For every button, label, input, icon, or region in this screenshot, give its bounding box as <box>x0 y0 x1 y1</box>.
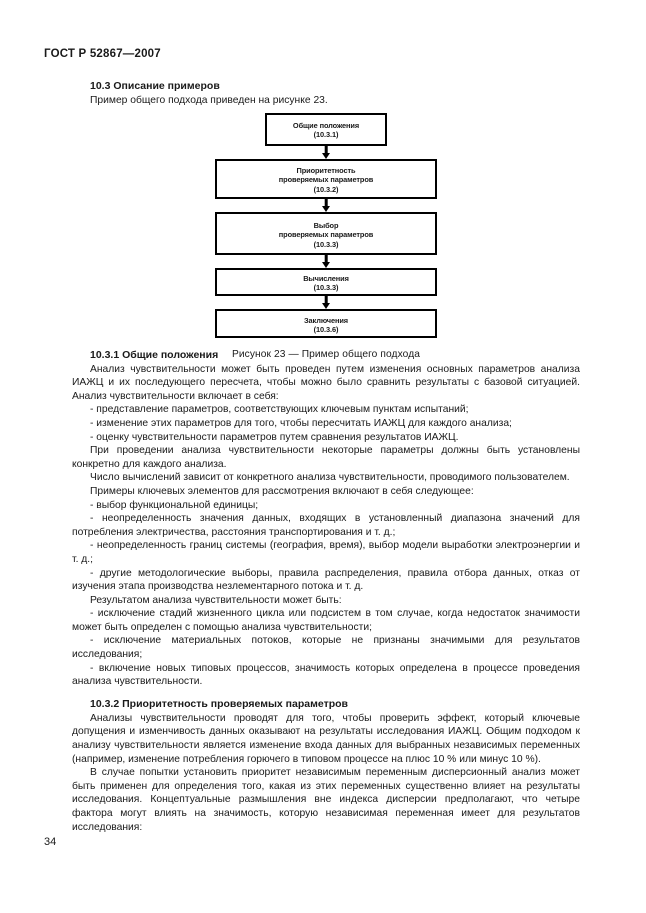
bullet-10-3-1-6: - неопределенность границ системы (геогр… <box>72 540 580 565</box>
flow-box-calculations: Вычисления (10.3.3) <box>215 268 437 296</box>
arrow-head-icon <box>322 206 330 212</box>
section-10-3-intro: Пример общего подхода приведен на рисунк… <box>90 95 328 106</box>
flow-arrow-3 <box>72 255 580 268</box>
page-content: 10.3 Описание примеров Пример общего под… <box>72 80 580 834</box>
bullet-10-3-1-2: - изменение этих параметров для того, чт… <box>90 417 512 429</box>
flow-box-2-line1: Приоритетность <box>296 166 356 175</box>
section-heading-10-3-1: 10.3.1 Общие положения <box>90 348 219 361</box>
flow-box-2-line3: (10.3.2) <box>313 184 339 194</box>
flow-arrow-2 <box>72 199 580 212</box>
paragraph-10-3-1-p4: Примеры ключевых элементов для рассмотре… <box>90 485 474 497</box>
paragraph-10-3-1-p5: Результатом анализа чувствительности мож… <box>90 594 342 606</box>
flow-box-3-line2: проверяемых параметров <box>278 230 374 240</box>
running-header: ГОСТ Р 52867—2007 <box>44 48 161 60</box>
paragraph-10-3-2-p1: Анализы чувствительности проводят для то… <box>72 712 580 765</box>
bullet-10-3-1-7: - другие методологические выборы, правил… <box>72 567 580 593</box>
bullet-10-3-1-5: - неопределенность значения данных, вход… <box>72 513 580 538</box>
figure-23: Общие положения (10.3.1) Приоритетность … <box>72 113 580 360</box>
flow-box-parameter-priority: Приоритетность проверяемых параметров (1… <box>215 159 437 199</box>
flowchart: Общие положения (10.3.1) Приоритетность … <box>72 113 580 338</box>
section-heading-10-3: 10.3 Описание примеров <box>90 80 220 92</box>
bullet-10-3-1-9: - исключение материальных потоков, котор… <box>72 635 580 661</box>
flow-box-5-line2: (10.3.6) <box>313 325 339 335</box>
paragraph-10-3-1-p1: Анализ чувствительности может быть прове… <box>72 363 580 402</box>
flow-arrow-1 <box>72 146 580 159</box>
flow-box-4-line1: Вычисления <box>303 274 349 283</box>
flow-box-1-line1: Общие положения <box>292 121 360 130</box>
flow-box-conclusions: Заключения (10.3.6) <box>215 309 437 338</box>
flow-box-parameter-selection: Выбор проверяемых параметров (10.3.3) <box>215 212 437 255</box>
flow-box-1-line2: (10.3.1) <box>313 130 339 140</box>
flow-box-3-line3: (10.3.3) <box>313 239 339 249</box>
bullet-10-3-1-3: - оценку чувствительности параметров пут… <box>90 431 459 443</box>
arrow-stem <box>324 146 328 154</box>
flow-box-2-line2: проверяемых параметров <box>278 175 374 185</box>
arrow-stem <box>324 296 328 304</box>
figure-caption: Рисунок 23 — Пример общего подхода <box>231 349 421 360</box>
arrow-stem <box>324 255 328 263</box>
flow-arrow-4 <box>72 296 580 309</box>
paragraph-10-3-1-p3: Число вычислений зависит от конкретного … <box>90 472 570 484</box>
flow-box-5-line1: Заключения <box>304 316 348 325</box>
arrow-head-icon <box>322 262 330 268</box>
flow-box-4-line2: (10.3.3) <box>313 283 339 293</box>
paragraph-10-3-1-p2: При проведении анализа чувствительности … <box>72 445 580 470</box>
arrow-stem <box>324 199 328 207</box>
bullet-10-3-1-4: - выбор функциональной единицы; <box>90 499 259 511</box>
arrow-head-icon <box>322 303 330 309</box>
flow-box-general-provisions: Общие положения (10.3.1) <box>265 113 387 146</box>
flow-box-3-line1: Выбор <box>313 221 339 230</box>
arrow-head-icon <box>322 153 330 159</box>
section-heading-10-3-2: 10.3.2 Приоритетность проверяемых параме… <box>90 697 349 710</box>
paragraph-10-3-2-p2: В случае попытки установить приоритет не… <box>72 767 580 833</box>
bullet-10-3-1-1: - представление параметров, соответствую… <box>90 404 469 416</box>
page-number: 34 <box>44 836 57 848</box>
bullet-10-3-1-8: - исключение стадий жизненного цикла или… <box>72 608 580 633</box>
bullet-10-3-1-10: - включение новых типовых процессов, зна… <box>72 662 580 688</box>
